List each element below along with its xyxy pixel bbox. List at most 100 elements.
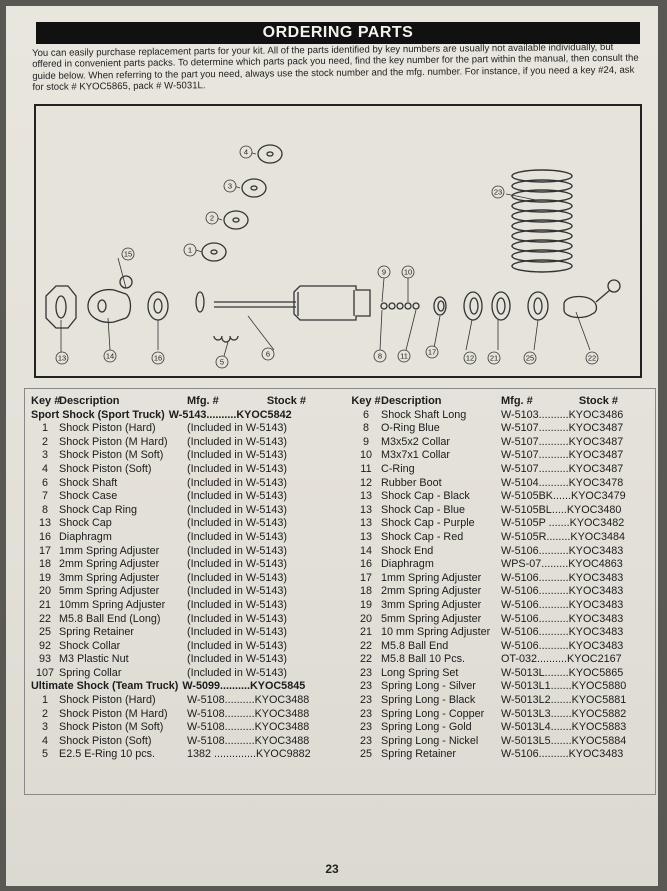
row-description: 5mm Spring Adjuster (59, 585, 160, 598)
row-key: 18 (38, 558, 51, 571)
row-mfg-stock: (Included in W-5143) (187, 626, 288, 639)
row-mfg-stock: W-5013L2.......KYOC5881 (501, 694, 627, 707)
row-key: 92 (38, 639, 51, 652)
row-key: 4 (41, 462, 48, 475)
row-mfg-stock: (Included in W-5143) (187, 612, 288, 625)
row-mfg-stock: (Included in W-5143) (187, 585, 288, 598)
row-key: 19 (38, 571, 51, 584)
row-key: 16 (359, 558, 372, 571)
diaphragm-shape (147, 291, 169, 321)
row-key: 8 (41, 503, 48, 516)
callout-13: 13 (55, 351, 69, 365)
row-mfg-stock: W-5013L........KYOC5865 (501, 666, 624, 679)
piston-1-shape (201, 242, 227, 262)
row-key: 19 (359, 598, 372, 611)
callout-12: 12 (463, 351, 477, 365)
callout-14: 14 (103, 349, 117, 363)
row-mfg-stock: (Included in W-5143) (187, 462, 288, 475)
svg-text:25: 25 (526, 354, 534, 363)
callout-1: 1 (183, 243, 197, 257)
row-key: 17 (359, 571, 372, 584)
header-mfg-stock: Mfg. # Stock # (187, 395, 347, 409)
exploded-parts-diagram: 4 3 2 1 15 13 14 16 5 6 23 9 10 8 11 17 … (34, 104, 642, 378)
callout-10: 10 (401, 265, 415, 279)
svg-text:8: 8 (378, 352, 382, 361)
column-header-row: Key # Description Mfg. # Stock # (351, 395, 651, 409)
row-mfg-stock: WPS-07.........KYOC4863 (501, 558, 623, 571)
page-number: 23 (325, 862, 339, 876)
row-description: M3x7x1 Collar (381, 449, 451, 462)
row-key: 93 (38, 653, 51, 666)
row-description: O-Ring Blue (381, 422, 440, 435)
svg-text:16: 16 (154, 354, 162, 363)
svg-text:12: 12 (466, 354, 474, 363)
row-key: 23 (359, 721, 372, 734)
row-description: 2mm Spring Adjuster (59, 558, 160, 571)
piston-3-shape (241, 178, 267, 198)
row-description: Long Spring Set (381, 666, 459, 679)
row-key: 9 (362, 435, 369, 448)
row-description: Shock Cap - Purple (381, 517, 475, 530)
callout-22: 22 (585, 351, 599, 365)
row-description: Shock Case (59, 490, 118, 503)
column-header-row: Key # Description Mfg. # Stock # (31, 395, 349, 409)
intro-paragraph: You can easily purchase replacement part… (32, 41, 639, 94)
row-key: 6 (41, 476, 48, 489)
row-key: 14 (359, 544, 372, 557)
row-description: Diaphragm (381, 558, 434, 571)
row-mfg-stock: (Included in W-5143) (187, 571, 288, 584)
row-key: 2 (41, 707, 48, 720)
row-mfg-stock: W-5103..........KYOC3486 (501, 408, 624, 421)
row-description: Shock Shaft (59, 476, 118, 489)
row-description: 1mm Spring Adjuster (59, 544, 160, 557)
row-mfg-stock: W-5106..........KYOC3483 (501, 571, 624, 584)
row-description: Shock Piston (M Soft) (59, 449, 164, 462)
row-description: 3mm Spring Adjuster (59, 571, 160, 584)
row-description: M5.8 Ball End (381, 639, 449, 652)
callout-15: 15 (121, 247, 135, 261)
row-description: Shock Piston (Hard) (59, 422, 156, 435)
row-mfg-stock: W-5105P .......KYOC3482 (501, 517, 625, 530)
callout-11: 11 (397, 349, 411, 363)
row-mfg-stock: W-5108..........KYOC3488 (187, 707, 310, 720)
row-mfg-stock: (Included in W-5143) (187, 666, 288, 679)
row-key: 21 (359, 626, 372, 639)
row-mfg-stock: (Included in W-5143) (187, 476, 288, 489)
row-mfg-stock: (Included in W-5143) (187, 653, 288, 666)
group-title: Ultimate Shock (Team Truck) (31, 680, 179, 693)
row-description: Spring Long - Copper (381, 707, 485, 720)
row-description: Shock Cap - Black (381, 490, 470, 503)
row-mfg-stock: W-5106..........KYOC3483 (501, 748, 624, 761)
header-description: Description (381, 395, 442, 407)
group-mfg-stock: W-5143..........KYOC5842 (168, 408, 292, 421)
ball-15-shape (119, 275, 133, 289)
shock-end-shape (87, 288, 132, 324)
row-mfg-stock: W-5108..........KYOC3488 (187, 721, 310, 734)
row-mfg-stock: W-5106..........KYOC3483 (501, 612, 624, 625)
row-description: 3mm Spring Adjuster (381, 598, 482, 611)
row-key: 10 (359, 449, 372, 462)
row-key: 3 (41, 721, 48, 734)
row-description: Spring Retainer (59, 626, 135, 639)
row-description: Spring Long - Nickel (381, 734, 479, 747)
row-description: 10mm Spring Adjuster (59, 598, 166, 611)
row-key: 22 (38, 612, 51, 625)
row-description: Shock Piston (Soft) (59, 462, 152, 475)
row-mfg-stock: (Included in W-5143) (187, 517, 288, 530)
row-description: Shock Piston (Soft) (59, 734, 152, 747)
page-title: ORDERING PARTS (36, 22, 640, 44)
